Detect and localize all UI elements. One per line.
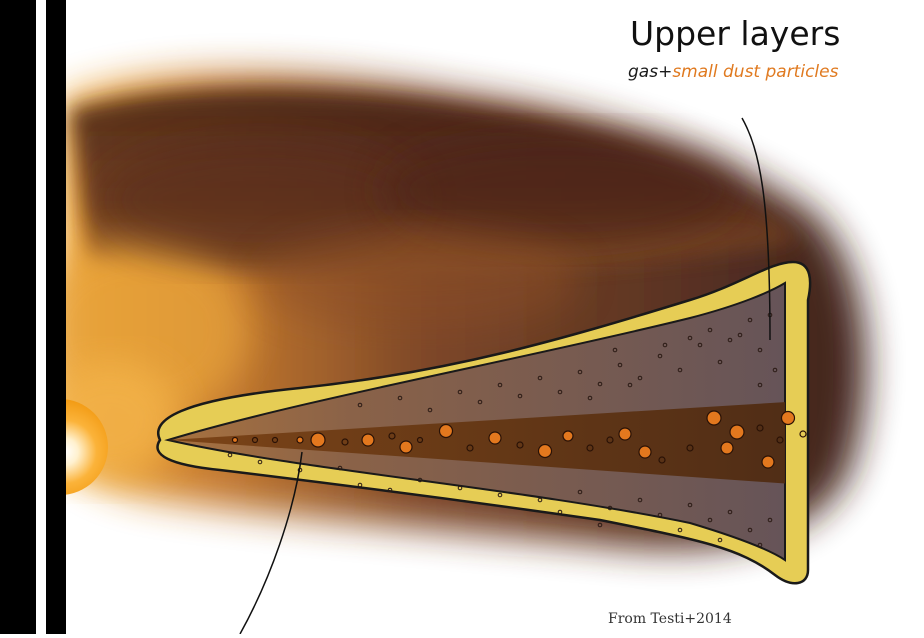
- source-credit: From Testi+2014: [608, 611, 732, 627]
- left-bar-gap: [36, 0, 46, 634]
- gas-label: gas+: [628, 62, 672, 82]
- upper-layers-sublabel: gas+small dust particles: [628, 62, 838, 82]
- left-bar-inner: [46, 0, 66, 634]
- left-bar: [0, 0, 36, 634]
- small-dust-label: small dust particles: [672, 62, 838, 82]
- upper-layers-label: Upper layers: [630, 14, 840, 53]
